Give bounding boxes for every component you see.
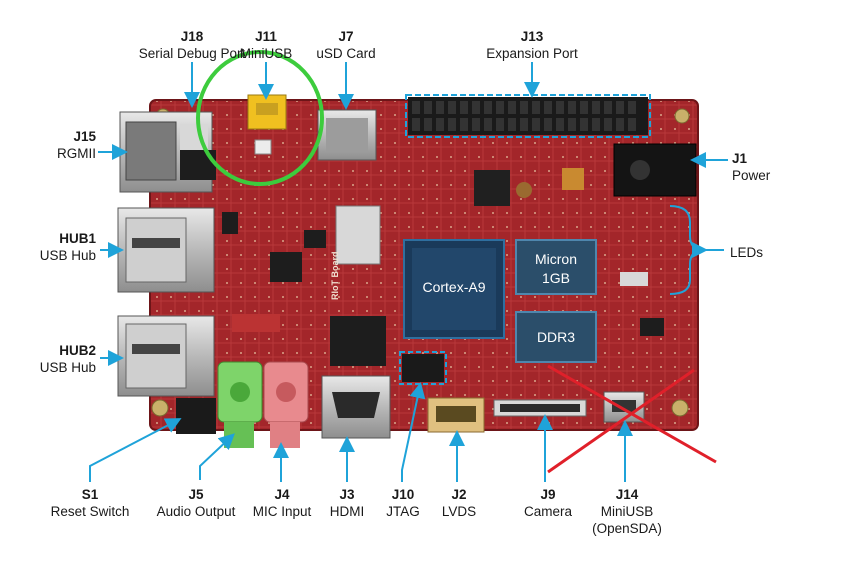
label-j15-key: J15 [73, 129, 96, 144]
label-j9-name: Camera [523, 504, 572, 519]
label-hub2-key: HUB2 [59, 343, 96, 358]
label-j7: J7 uSD Card [306, 28, 386, 62]
label-j10: J10 JTAG [380, 486, 426, 520]
label-j3-key: J3 [339, 487, 355, 502]
label-j14-name: MiniUSB [600, 504, 654, 519]
label-leds-name: LEDs [730, 245, 764, 260]
memory-chips [515, 239, 597, 363]
label-j15-name: RGMII [57, 146, 96, 161]
board-silkscreen: RIoT Board [330, 251, 340, 301]
power-jack [613, 143, 697, 197]
label-j4: J4 MIC Input [244, 486, 320, 520]
reset-switch [176, 398, 216, 434]
callout-arrows [89, 62, 728, 482]
label-j1: J1 Power [732, 150, 812, 184]
expansion-header [405, 94, 651, 138]
label-hub1: HUB1 USB Hub [14, 230, 96, 264]
misc-components [180, 150, 664, 366]
label-j18-key: J18 [180, 29, 204, 44]
label-j3: J3 HDMI [322, 486, 372, 520]
label-j5: J5 Audio Output [146, 486, 246, 520]
label-j18-name: Serial Debug Port [138, 46, 246, 61]
label-j3-name: HDMI [329, 504, 365, 519]
memory-label-line1: Micron [534, 251, 577, 267]
label-hub2-name: USB Hub [39, 360, 96, 375]
usb-hub2-port [117, 315, 215, 397]
label-j14: J14 MiniUSB (OpenSDA) [592, 486, 662, 537]
label-j10-name: JTAG [386, 504, 420, 519]
memory-label: Micron 1GB [516, 250, 596, 288]
label-j7-name: uSD Card [316, 46, 376, 61]
label-j15: J15 RGMII [20, 128, 96, 162]
label-j14-name2: (OpenSDA) [592, 521, 662, 536]
label-j9-key: J9 [540, 487, 556, 502]
label-j11-key: J11 [255, 29, 277, 44]
label-j11-name: MiniUSB [239, 46, 293, 61]
label-s1: S1 Reset Switch [40, 486, 140, 520]
label-hub1-key: HUB1 [59, 231, 96, 246]
label-j18: J18 Serial Debug Port [92, 28, 292, 62]
label-j13-key: J13 [520, 29, 544, 44]
cpu-label: Cortex-A9 [422, 279, 486, 295]
label-j4-key: J4 [274, 487, 290, 502]
ddr-label: DDR3 [536, 329, 576, 345]
label-j2-name: LVDS [441, 504, 477, 519]
cpu-chip [403, 239, 505, 339]
label-j2: J2 LVDS [436, 486, 482, 520]
audio-output-jack [217, 361, 263, 448]
lvds-connector [427, 397, 485, 433]
label-j2-key: J2 [451, 487, 467, 502]
memory-label-line2: 1GB [541, 270, 570, 286]
label-j14-key: J14 [615, 487, 639, 502]
label-j7-key: J7 [338, 29, 354, 44]
usd-card-slot [317, 109, 377, 161]
label-j5-name: Audio Output [156, 504, 236, 519]
leds-bracket [669, 205, 724, 295]
hdmi-connector [321, 375, 391, 439]
label-j11: J11 MiniUSB [226, 28, 306, 62]
label-j10-key: J10 [391, 487, 415, 502]
jtag-header [399, 351, 447, 385]
label-leds: LEDs [730, 244, 790, 261]
label-j1-key: J1 [732, 151, 748, 166]
label-s1-name: Reset Switch [50, 504, 130, 519]
label-j13-name: Expansion Port [486, 46, 578, 61]
label-j1-name: Power [732, 168, 771, 183]
label-j4-name: MIC Input [252, 504, 312, 519]
usb-hub1-port [117, 207, 215, 293]
camera-connector [493, 399, 587, 417]
label-j9: J9 Camera [518, 486, 578, 520]
label-s1-key: S1 [81, 487, 99, 502]
label-hub2: HUB2 USB Hub [14, 342, 96, 376]
mic-input-jack [263, 361, 309, 448]
miniusb-highlight-circle [196, 50, 324, 186]
label-j5-key: J5 [188, 487, 204, 502]
miniusb-connector [247, 94, 287, 155]
label-hub1-name: USB Hub [39, 248, 96, 263]
label-j13: J13 Expansion Port [472, 28, 592, 62]
